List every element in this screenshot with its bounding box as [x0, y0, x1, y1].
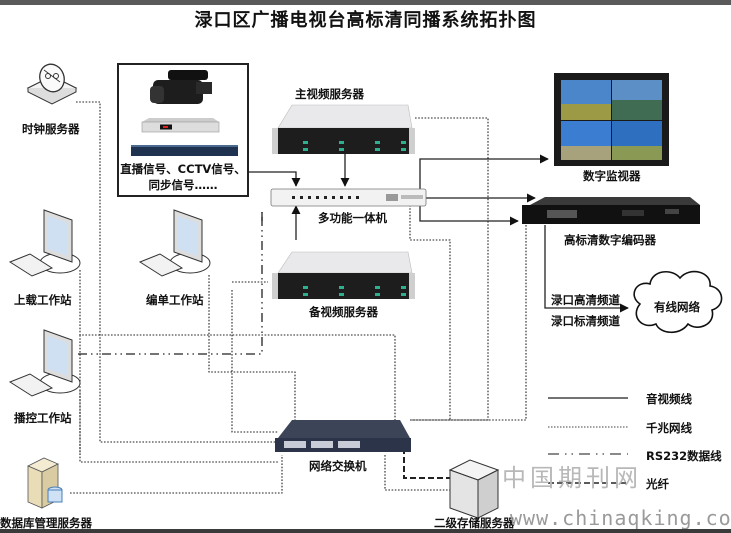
multifunction-unit-label: 多功能一体机	[318, 211, 387, 225]
edit-workstation-label: 编单工作站	[146, 293, 204, 307]
playout-rs232-line	[78, 212, 263, 355]
fiber-lines	[403, 448, 452, 479]
legend-label-gigabit: 千兆网线	[646, 421, 692, 435]
top-border	[0, 0, 731, 5]
rs232-lines	[78, 212, 263, 355]
clock-server-label: 时钟服务器	[22, 122, 80, 136]
database-server-icon	[27, 457, 63, 509]
backup-server-net-line	[231, 290, 278, 433]
upload-workstation-label: 上载工作站	[14, 293, 72, 307]
storage-server-icon	[448, 459, 500, 519]
signal-source-label-2: 同步信号……	[148, 178, 218, 192]
hd-channel-label: 渌口高清频道	[551, 293, 620, 307]
backup-video-server-icon	[272, 251, 415, 299]
signal-to-multifunction	[245, 171, 301, 187]
backup-video-server-label: 备视频服务器	[309, 305, 378, 319]
encoder-net-line	[410, 225, 527, 421]
multifunction-to-encoder-2	[419, 198, 519, 226]
encoder-to-cable	[544, 225, 629, 313]
legend-label-rs232: RS232数据线	[646, 449, 722, 463]
playout-workstation-icon	[8, 329, 81, 397]
edit-ws-net-line	[208, 275, 296, 420]
digital-monitor-icon	[554, 73, 669, 166]
database-net-line	[70, 455, 283, 494]
signal-source-label-1: 直播信号、CCTV信号、	[120, 162, 246, 176]
diagram-title: 渌口区广播电视台高标清同播系统拓扑图	[194, 10, 537, 31]
gigabit-lines	[70, 101, 527, 494]
hd-encoder-icon	[522, 197, 700, 224]
bottom-border	[0, 529, 731, 533]
main-video-server-label: 主视频服务器	[295, 87, 364, 101]
multifunction-net-line	[409, 205, 451, 420]
digital-monitor-label: 数字监视器	[583, 169, 641, 183]
hd-encoder-label: 高标清数字编码器	[564, 233, 656, 247]
legend-label-fiber: 光纤	[646, 477, 669, 491]
legend-label-av: 音视频线	[646, 392, 692, 406]
legend-lines	[548, 397, 628, 484]
clock-server-icon	[26, 63, 78, 105]
cable-network-cloud-icon	[633, 270, 723, 334]
cable-network-label: 有线网络	[654, 300, 700, 314]
watermark-cn: 中国期刊网	[502, 464, 642, 492]
upload-workstation-icon	[8, 209, 81, 277]
signal-source-box: 直播信号、CCTV信号、 同步信号……	[117, 63, 249, 197]
watermark-url: www.chinaqking.com	[510, 506, 731, 530]
upload-ws-net-line	[79, 270, 396, 420]
upload-ws-switch-line	[79, 335, 278, 463]
network-switch-icon	[275, 420, 411, 452]
edit-workstation-icon	[138, 209, 211, 277]
database-server-label: 数据库管理服务器	[0, 516, 92, 530]
storage-server-label: 二级存储服务器	[434, 516, 515, 530]
multifunction-to-monitor	[419, 154, 549, 196]
storage-net-line	[384, 455, 450, 491]
playout-workstation-label: 播控工作站	[14, 411, 72, 425]
sd-channel-label: 渌口标清频道	[551, 314, 620, 328]
main-server-net-line	[410, 117, 489, 421]
switch-storage-fiber	[403, 448, 452, 479]
main-video-server-icon	[272, 104, 415, 154]
network-switch-label: 网络交换机	[309, 459, 367, 473]
multifunction-unit-icon	[270, 188, 427, 207]
